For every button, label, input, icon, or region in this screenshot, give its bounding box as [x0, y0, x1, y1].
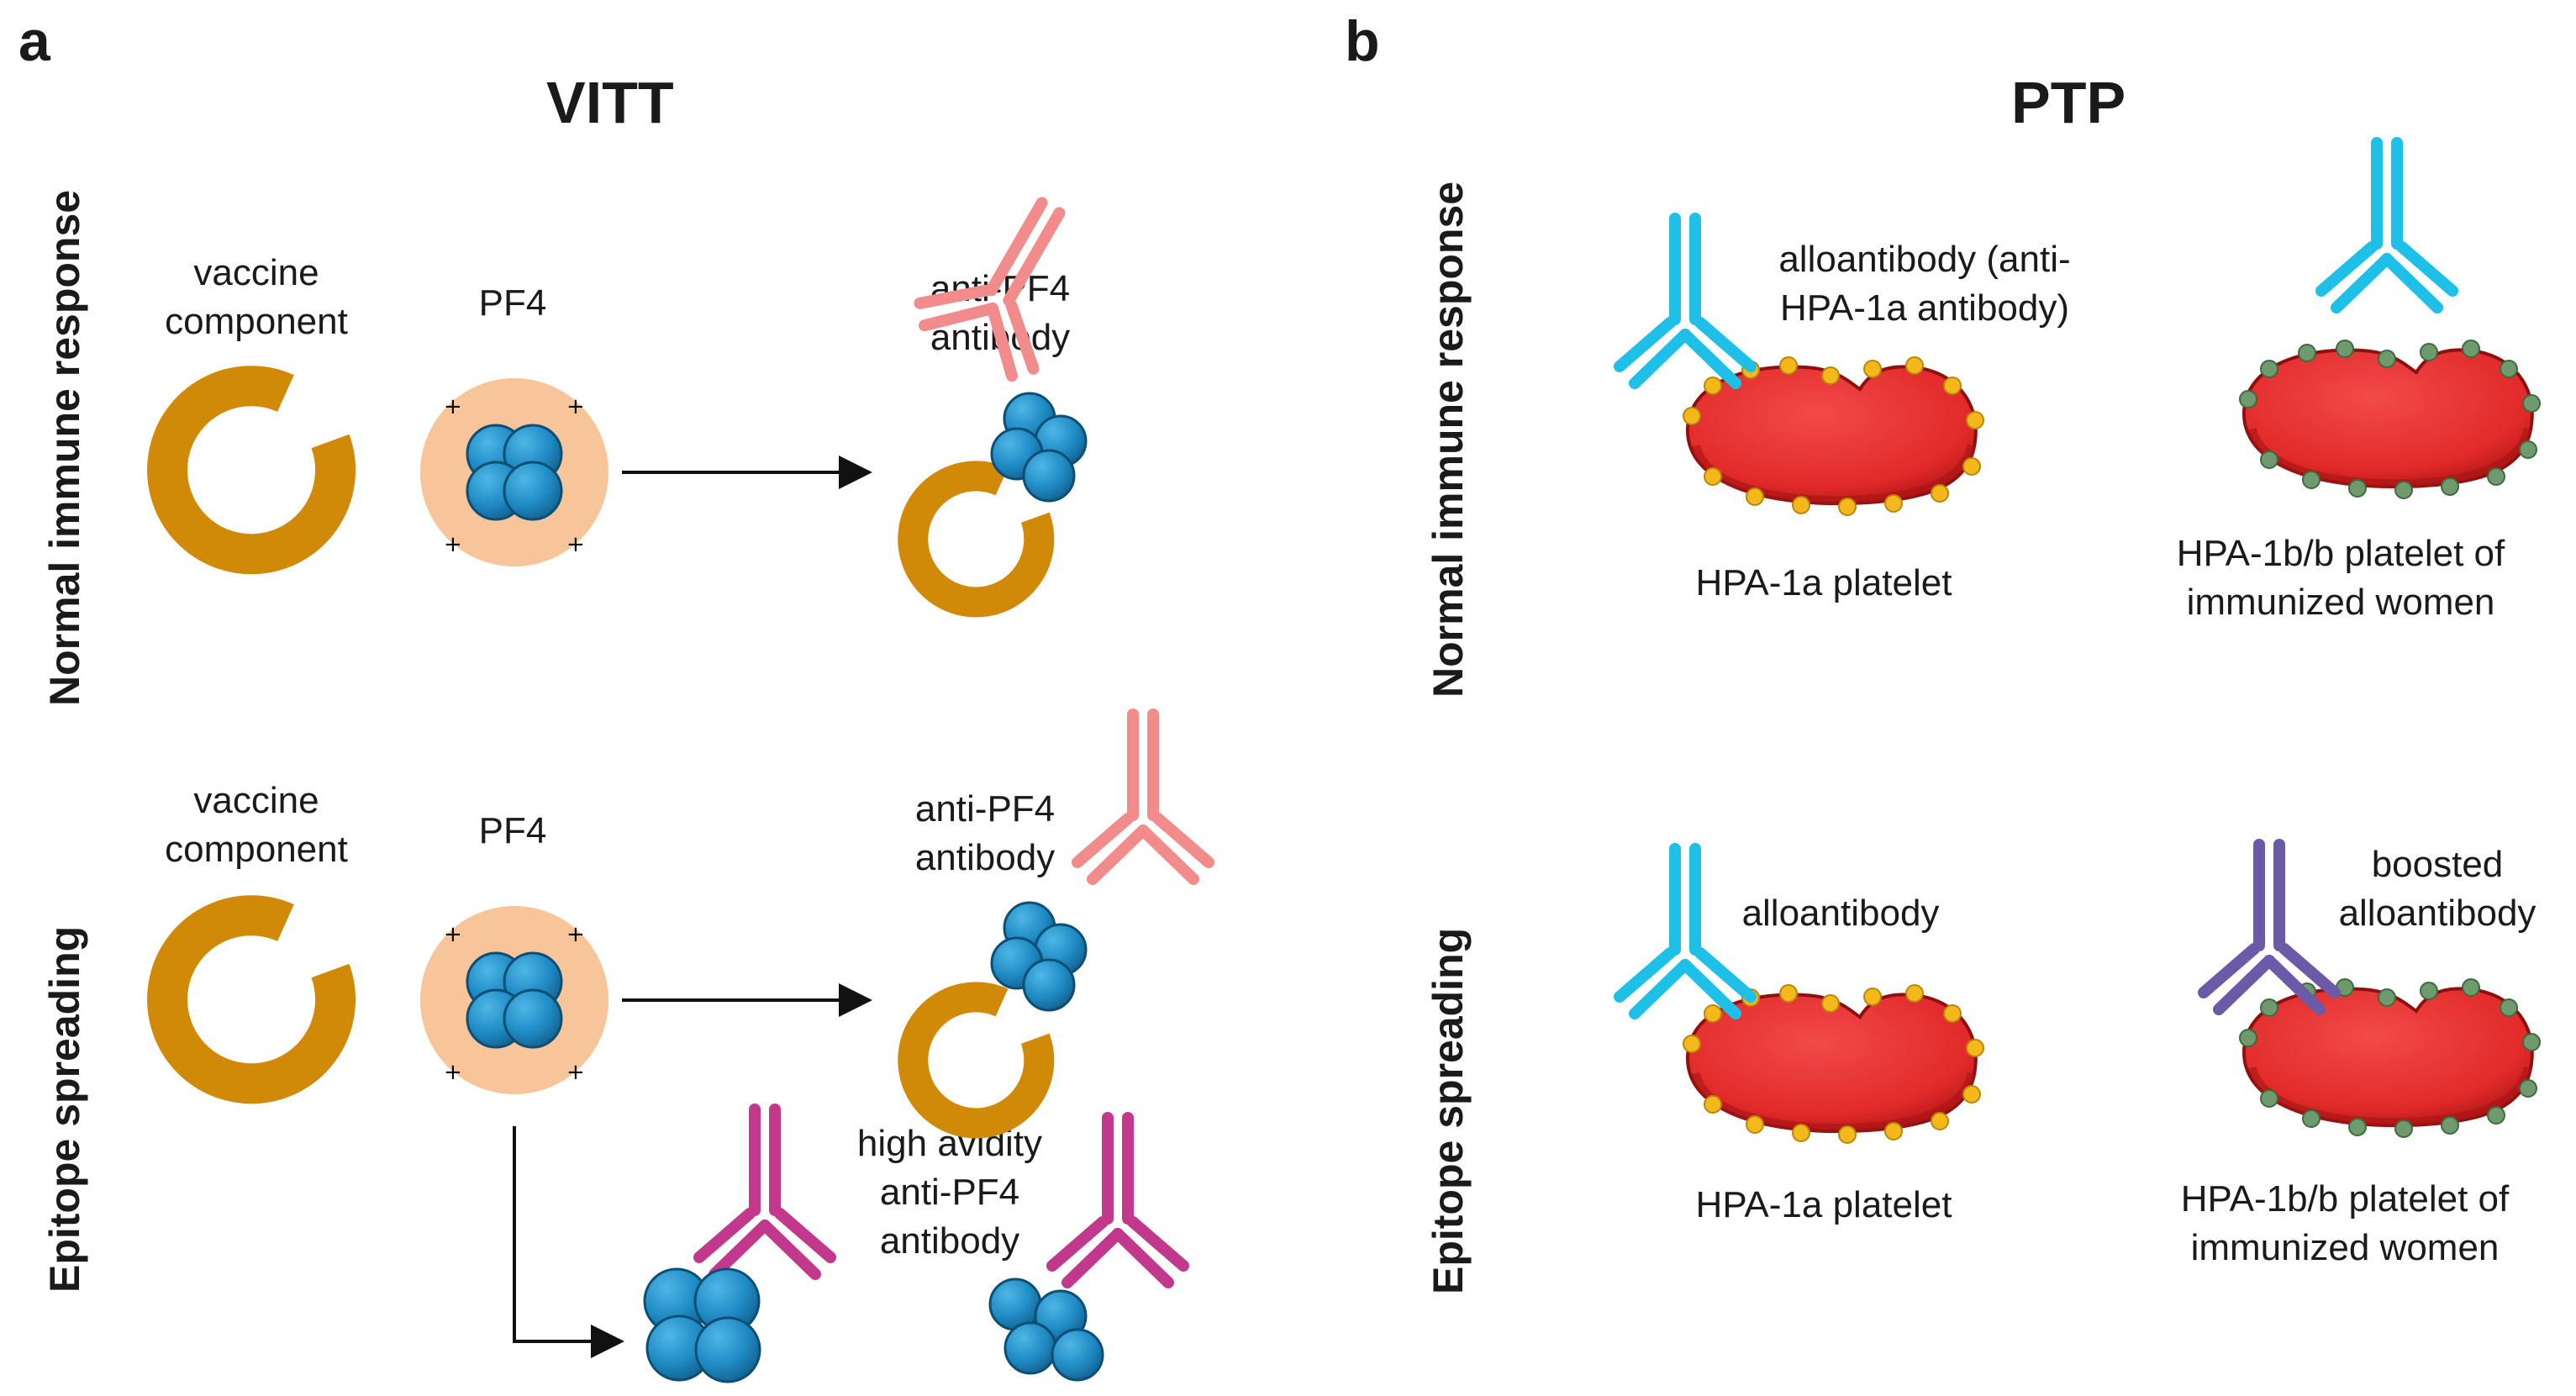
alloantibody-free	[2321, 143, 2452, 308]
svg-text:+: +	[444, 394, 462, 419]
hpa1bb-platelet-normal	[2239, 340, 2541, 499]
panel-b-ptp: b PTP Normal immune response Epitope spr…	[1345, 0, 2576, 1396]
hpa1bb-platelet-label: HPA-1b/b platelet of immunized women	[2176, 533, 2505, 623]
pf4-tetramer: + + + +	[420, 378, 608, 566]
svg-text:+: +	[566, 922, 585, 947]
vaccine-component-label: vaccine component	[165, 252, 348, 342]
ptp-illustration	[1345, 0, 2541, 1144]
alloantibody-label: alloantibody	[1741, 893, 1940, 934]
panel-title-vitt: VITT	[546, 70, 674, 135]
boosted-alloantibody-label: boosted alloantibody	[2338, 844, 2536, 934]
immune-complex-epitope-spreading	[913, 714, 1209, 1123]
svg-text:+: +	[444, 1060, 462, 1085]
pf4-label: PF4	[478, 282, 547, 324]
vitt-illustration: + + + + + + + +	[0, 0, 1345, 1383]
high-avidity-complex-2	[988, 1118, 1183, 1382]
anti-pf4-antibody-label: anti-PF4 antibody	[914, 788, 1056, 878]
panel-letter-b: b	[1345, 9, 1380, 73]
vaccine-component-ring	[167, 915, 335, 1083]
alloantibody-normal	[1620, 219, 1751, 383]
alloantibody-anti-hpa1a-label: alloantibody (anti- HPA-1a antibody)	[1778, 239, 2071, 329]
hpa1bb-platelet-spreading	[2239, 978, 2541, 1138]
hpa1bb-platelet-label: HPA-1b/b platelet of immunized women	[2180, 1178, 2510, 1268]
hpa1a-platelet-label: HPA-1a platelet	[1695, 1184, 1952, 1225]
high-avidity-complex-1	[643, 1109, 830, 1383]
svg-text:+: +	[566, 1060, 585, 1085]
alloantibody-spreading	[1620, 849, 1751, 1014]
vaccine-component-label: vaccine component	[165, 780, 348, 870]
immune-complex-normal	[911, 175, 1107, 602]
svg-text:+: +	[566, 394, 585, 419]
svg-text:+: +	[444, 922, 462, 947]
boosted-alloantibody	[2204, 845, 2335, 1009]
pf4-tetramer: + + + +	[420, 906, 608, 1094]
hpa1a-platelet-label: HPA-1a platelet	[1695, 562, 1952, 603]
elbow-arrow	[513, 1126, 624, 1358]
vaccine-component-ring	[167, 386, 335, 554]
panel-a-vitt: a VITT Normal immune response Epitope sp…	[0, 0, 1345, 1383]
pf4-label: PF4	[478, 810, 547, 851]
panel-letter-a: a	[18, 9, 50, 73]
svg-text:+: +	[566, 532, 585, 557]
svg-text:+: +	[444, 532, 462, 557]
panel-title-ptp: PTP	[2011, 70, 2126, 135]
